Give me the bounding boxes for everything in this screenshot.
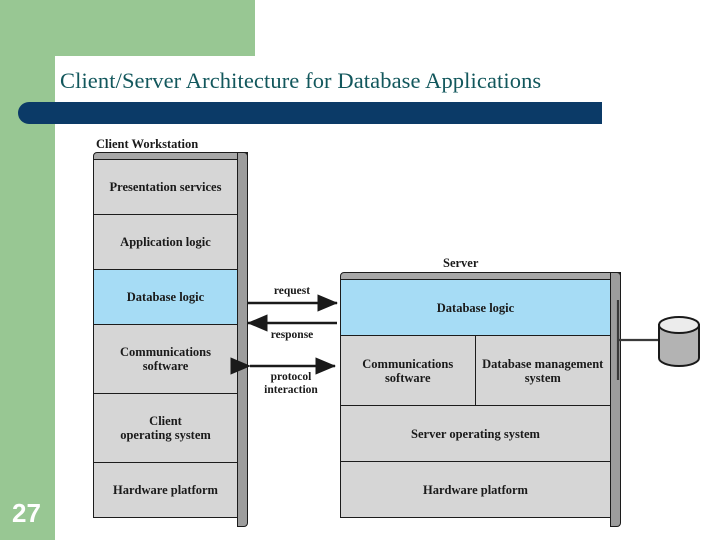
- client-layer-5: Hardware platform: [94, 463, 237, 517]
- page-number: 27: [12, 498, 41, 528]
- client-layer-2: Database logic: [94, 270, 237, 325]
- title-underline-bar-extension: [60, 102, 602, 124]
- server-layer-0-label: Database logic: [436, 300, 515, 315]
- left-accent-band: [0, 0, 55, 540]
- top-accent-block: [0, 0, 255, 56]
- server-layer-0: Database logic: [341, 280, 610, 336]
- response-arrow-label: response: [270, 329, 314, 341]
- database-cylinder-icon: [658, 316, 700, 367]
- page-title: Client/Server Architecture for Database …: [60, 68, 542, 93]
- client-layer-1-label: Application logic: [120, 235, 211, 249]
- server-caption: Server: [443, 256, 479, 270]
- client-layer-2-label: Database logic: [126, 290, 205, 304]
- server-layer-2-label: Server operating system: [411, 426, 540, 441]
- request-arrow-label: request: [273, 285, 311, 297]
- client-layer-0-label: Presentation services: [109, 180, 222, 194]
- server-layer-3: Hardware platform: [341, 462, 610, 517]
- server-layer-3-label: Hardware platform: [423, 482, 528, 497]
- client-workstation-caption: Client Workstation: [96, 137, 199, 151]
- client-layer-1: Application logic: [94, 215, 237, 270]
- client-layer-0: Presentation services: [94, 160, 237, 215]
- client-layer-5-label: Hardware platform: [113, 483, 218, 497]
- server-layer-2: Server operating system: [341, 406, 610, 462]
